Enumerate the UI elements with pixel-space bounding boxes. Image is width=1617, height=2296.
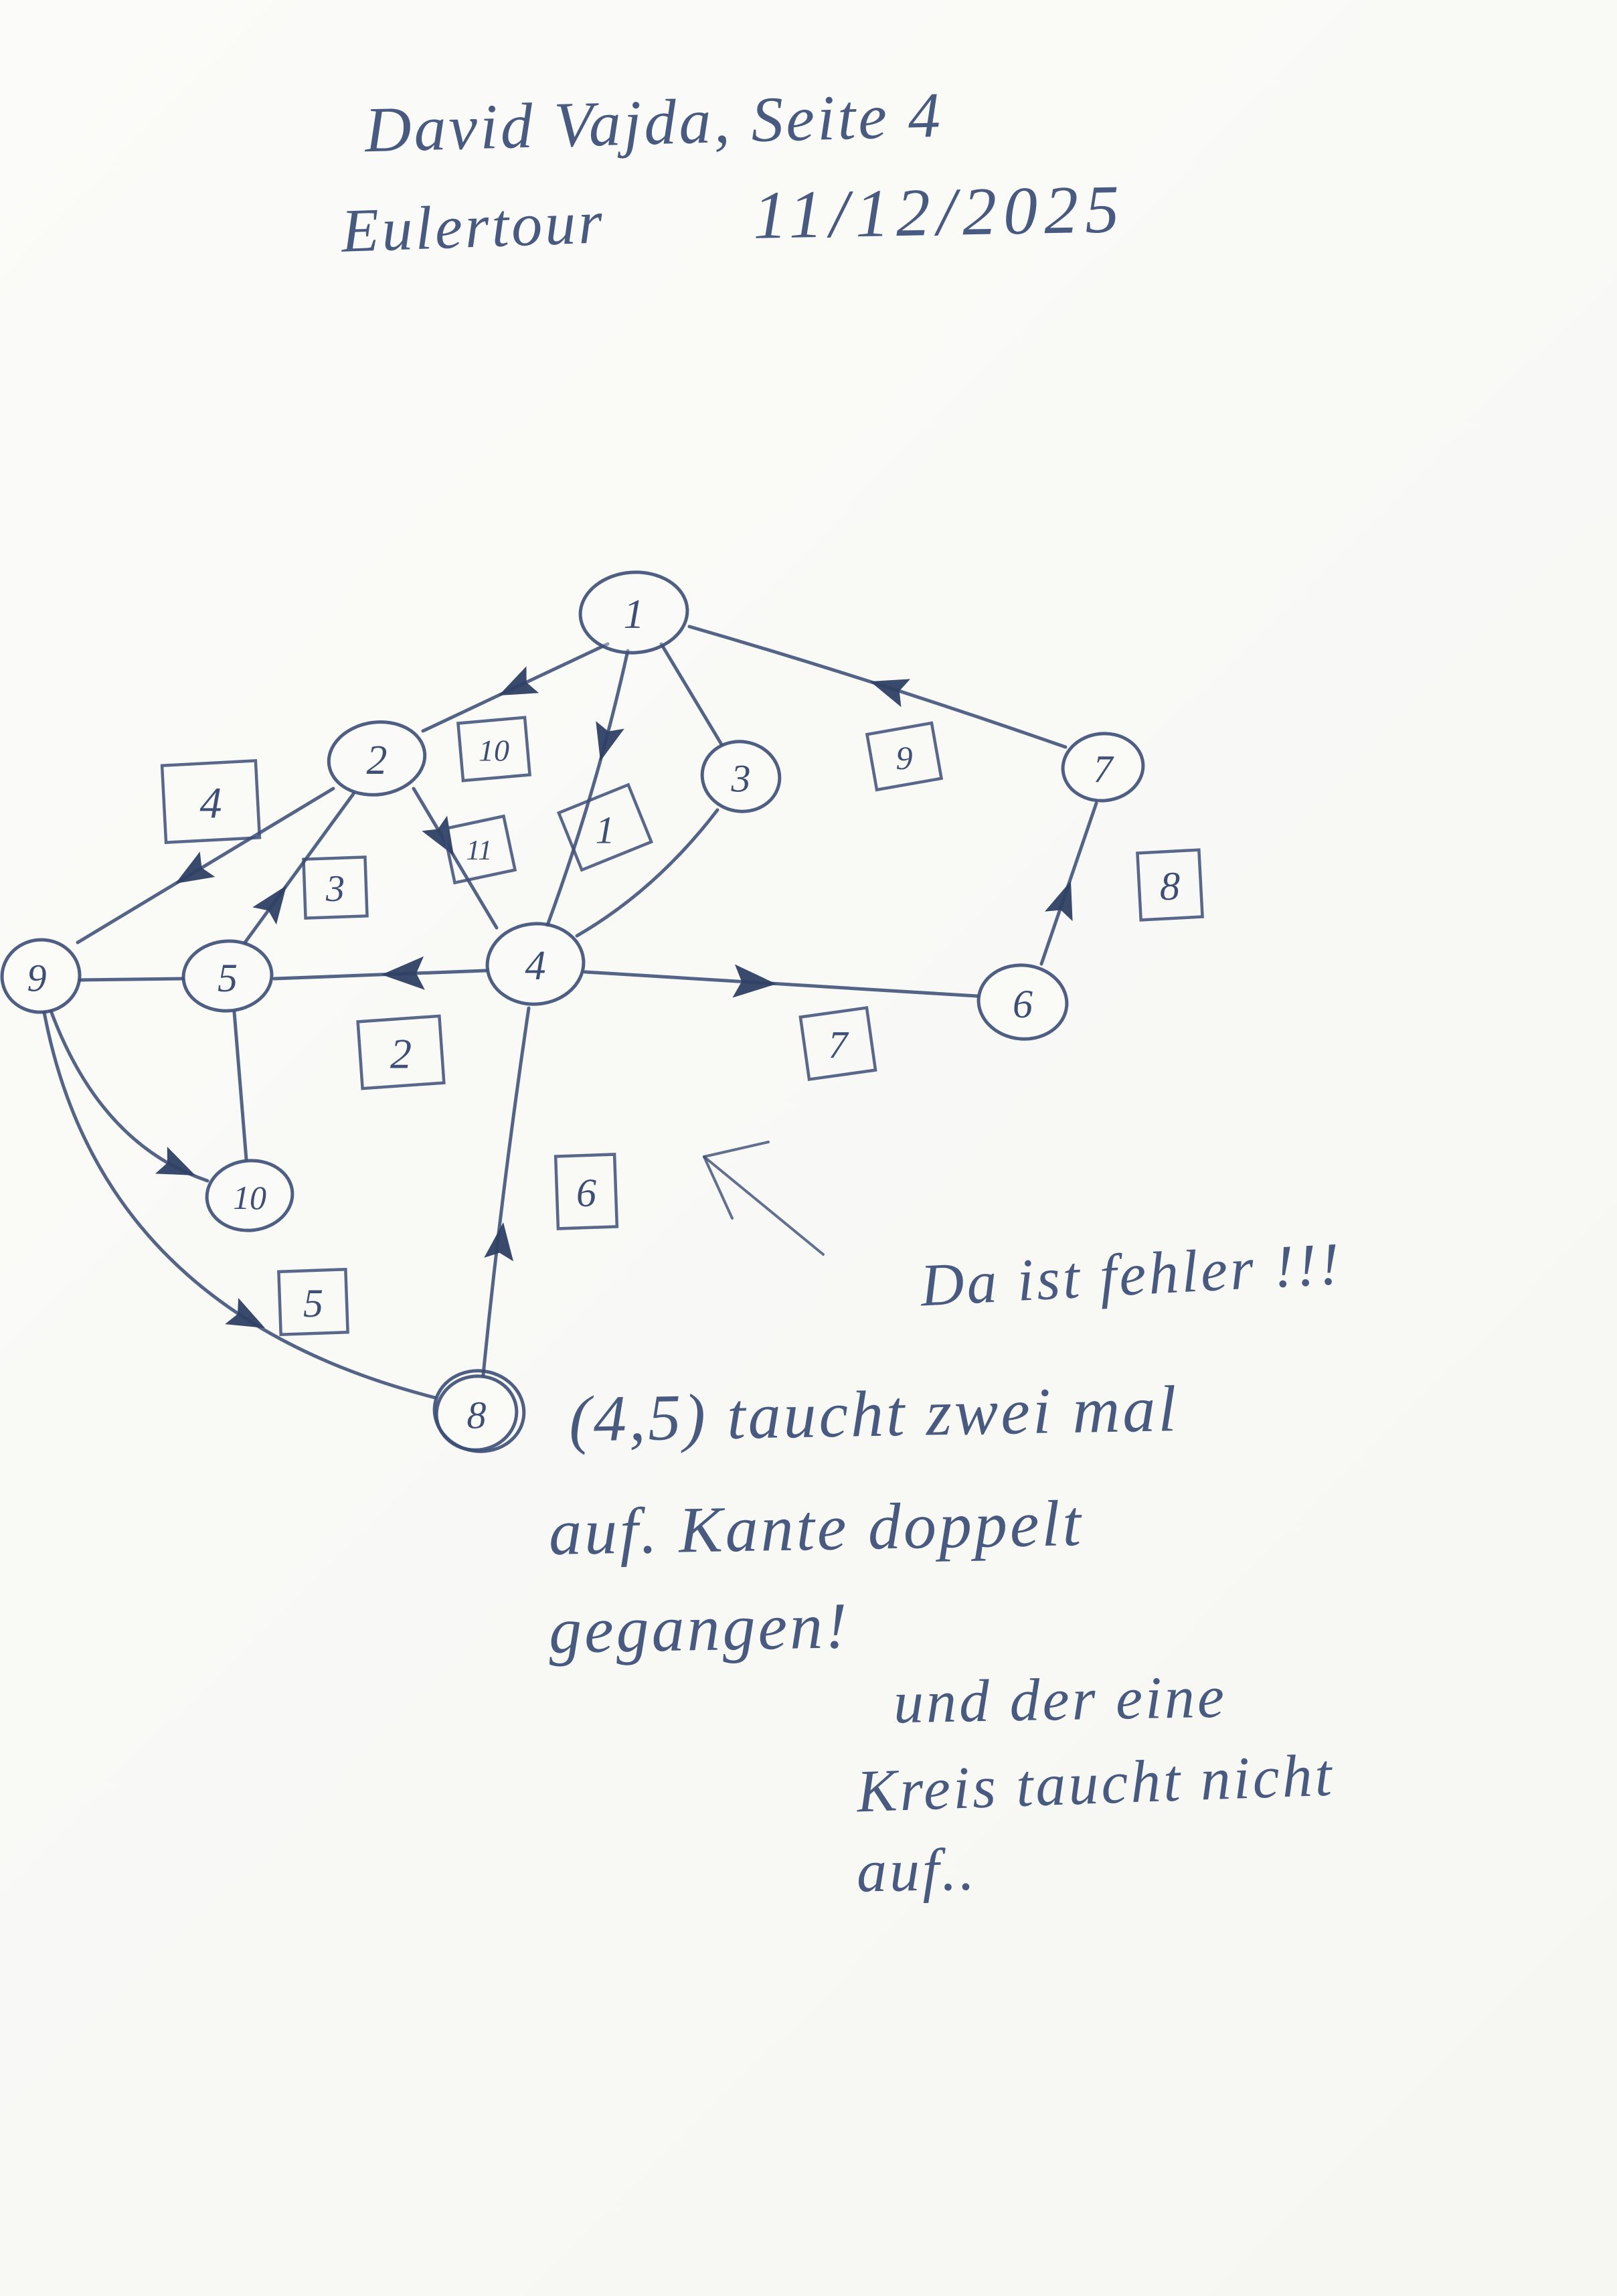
edge-label-4: 4 [160,759,262,844]
node-6: 6 [976,963,1069,1041]
node-6-circle [976,963,1069,1041]
edge-label-8: 8 [1136,848,1204,922]
edge-label-5-box [277,1267,349,1337]
edge-label-2-box [356,1014,446,1090]
edge-label-3-box [302,855,369,920]
arrowhead-2-9 [175,851,216,884]
node-1-circle [578,570,689,655]
node-5: 5 [181,939,274,1013]
edge-label-9-text: 9 [896,739,913,776]
edge-5-2 [243,792,355,945]
error-pointer-head [703,1141,770,1220]
node-4: 4 [485,922,586,1006]
node-5-circle [181,939,274,1013]
edge-label-4-text: 4 [200,779,222,828]
node-8: 8 [432,1369,526,1453]
node-2: 2 [327,720,427,797]
edge-label-6-box [554,1153,619,1230]
graph-nodes: 1 2 3 4 5 6 7 [0,570,1145,1453]
annotation-note-line4: und der eine [893,1663,1227,1736]
edge-label-1-box [556,783,654,872]
annotation-note-line6: auf.. [856,1836,978,1905]
edge-label-1-text: 1 [596,809,615,852]
node-7-circle [1061,732,1145,803]
edge-label-2: 2 [356,1014,446,1090]
edge-label-7-box [798,1005,877,1082]
edge-8-4 [481,1006,531,1377]
node-3-circle [700,740,782,813]
node-8-label: 8 [467,1394,487,1437]
edge-label-4-box [160,759,262,844]
edge-label-7-text: 7 [829,1023,849,1067]
arrowhead-1-4 [596,721,624,761]
edge-9-8 [42,1010,437,1400]
node-5-label: 5 [218,956,238,1000]
edge-label-5-text: 5 [303,1281,323,1325]
edge-label-6-text: 6 [576,1171,596,1215]
error-pointer-arrow [703,1141,825,1256]
node-9: 9 [0,938,82,1014]
node-10-circle [205,1159,294,1232]
arrowhead-5-2 [252,886,286,925]
edge-label-10: 10 [456,716,531,783]
edge-label-9: 9 [865,721,944,792]
edge-label-8-box [1136,848,1204,922]
node-7: 7 [1061,732,1145,803]
arrowhead-8-4 [484,1222,514,1262]
edge-label-10-text: 10 [479,734,509,768]
arrowhead-9-10 [155,1147,195,1175]
edge-label-1: 1 [556,783,654,872]
node-3-label: 3 [731,757,751,801]
edge-label-7: 7 [798,1005,877,1082]
node-10-label: 10 [233,1179,266,1216]
annotation-note-line2: auf. Kante doppelt [548,1487,1084,1569]
node-6-label: 6 [1013,982,1033,1026]
edge-5-10 [232,1010,248,1161]
edge-label-3-text: 3 [325,868,345,910]
edge-label-9-box [865,721,944,792]
edge-1-3 [659,642,724,746]
arrowhead-7-1 [870,679,911,708]
arrowhead-9-8 [225,1297,265,1328]
annotation-note-line3: gegangen! [548,1590,851,1667]
edge-label-6: 6 [554,1153,619,1230]
arrowhead-6-7 [1044,881,1073,922]
edge-label-10-box [456,716,531,783]
arrowhead-4-5 [381,956,425,990]
node-10: 10 [205,1159,294,1232]
arrowhead-1-2 [499,666,539,695]
node-2-label: 2 [367,738,388,783]
edge-2-4 [412,787,499,930]
edge-1-4 [545,649,630,927]
edge-arrowheads [155,666,1073,1328]
edge-4-5 [272,969,488,981]
node-4-circle [485,922,586,1006]
node-1: 1 [578,570,689,655]
edge-3-4 [575,808,719,938]
node-9-label: 9 [27,957,47,1000]
node-8-circle-overdraw [432,1369,526,1453]
edge-number-labels: 4 10 9 3 11 1 [160,716,1204,1337]
edge-4-6 [583,970,979,998]
edge-label-5: 5 [277,1267,349,1337]
edge-label-3: 3 [302,855,369,920]
edge-9-5 [78,977,185,982]
node-9-circle [0,938,82,1014]
node-4-label: 4 [525,943,546,989]
node-7-label: 7 [1094,748,1114,791]
edge-label-8-text: 8 [1160,864,1180,908]
edge-label-11-text: 11 [466,835,493,866]
edge-label-11: 11 [441,814,517,885]
node-2-circle [327,720,427,797]
node-3: 3 [700,740,782,813]
arrowhead-4-6 [732,964,776,998]
error-pointer-shaft [703,1155,825,1256]
annotation-note-line1: (4,5) taucht zwei mal [568,1373,1180,1456]
edge-label-11-box [441,814,517,885]
edge-label-2-text: 2 [390,1030,412,1078]
edge-2-9 [76,787,335,945]
node-1-label: 1 [624,592,645,637]
edge-9-10 [49,1009,209,1183]
